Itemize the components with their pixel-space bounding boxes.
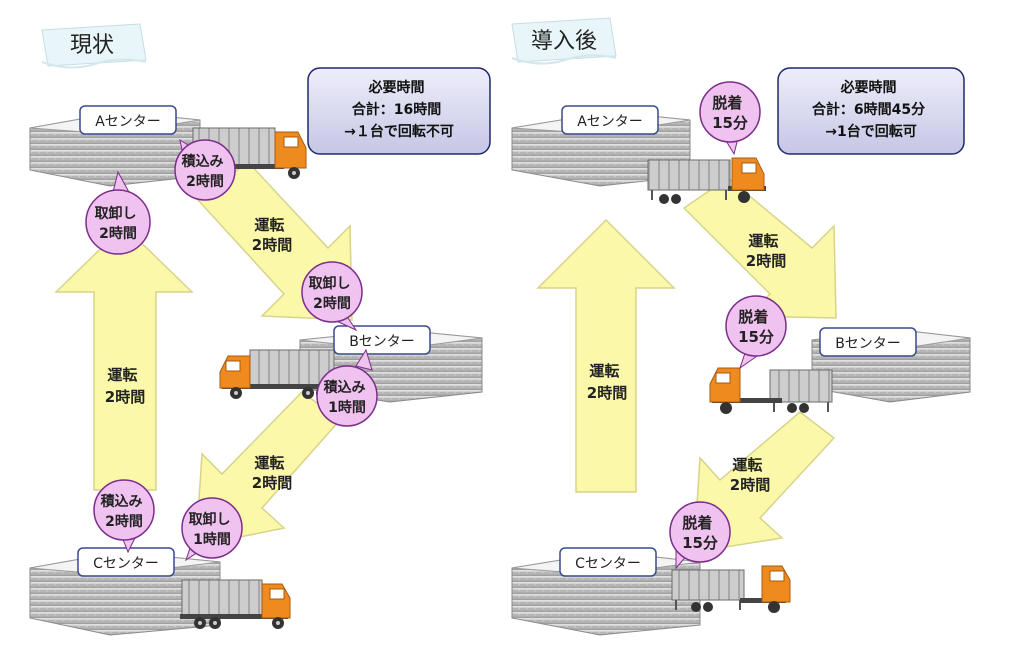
truck-c [180,579,291,629]
drive-label-c-to-a-after: 運転 2時間 [587,362,627,402]
drive-label-b-to-c: 運転 2時間 [252,454,292,492]
center-label-b: Bセンター [333,325,431,355]
svg-text:取卸し 2時間: 取卸し 2時間 [309,275,356,312]
center-label-b2: Bセンター [819,327,917,357]
before-title-banner: 現状 [41,23,147,69]
drive-label-a-to-b-after: 運転 2時間 [746,232,786,270]
drive-label-b-to-c-after: 運転 2時間 [730,456,770,494]
bubble-a-load: 積込み 2時間 [174,138,236,201]
svg-text:Cセンター: Cセンター [93,556,159,572]
after-summary-box: 必要時間 合計：6時間45分 →1台で回転可 [777,67,965,155]
svg-text:積込み 2時間: 積込み 2時間 [181,153,229,190]
bubble-b2-swap: 脱着 15分 [725,295,787,370]
svg-text:Cセンター: Cセンター [575,556,641,572]
bubble-c2-swap: 脱着 15分 [669,501,731,570]
after-title-banner: 導入後 [511,17,617,65]
bubble-a2-swap: 脱着 15分 [699,81,761,156]
drive-label-a-to-b: 運転 2時間 [252,216,292,254]
after-panel: 導入後 運転 2時間 運転 2時間 運転 2時間 [511,17,971,636]
after-title: 導入後 [531,29,597,54]
center-label-a2: Aセンター [561,105,659,135]
drive-arrow-c-to-a [54,224,194,491]
bubble-b-unload: 取卸し 2時間 [301,261,363,332]
svg-text:Bセンター: Bセンター [835,336,901,352]
center-label-c2: Cセンター [559,547,657,577]
svg-text:取卸し 1時間: 取卸し 1時間 [189,511,236,548]
svg-text:脱着 15分: 脱着 15分 [682,514,718,552]
before-panel: 現状 運転 2時間 運転 2時間 運転 2時間 [29,23,491,636]
svg-text:積込み 1時間: 積込み 1時間 [323,379,371,416]
bubble-c-load: 積込み 2時間 [93,479,155,554]
svg-text:脱着 15分: 脱着 15分 [738,308,774,346]
before-title: 現状 [70,33,114,58]
svg-text:Aセンター: Aセンター [95,114,161,130]
truck-a2 [647,157,766,204]
center-label-c: Cセンター [77,547,175,577]
bubble-c-unload: 取卸し 1時間 [181,497,243,562]
bubble-a-unload: 取卸し 2時間 [85,170,151,255]
svg-text:必要時間 合計：6時間45分: 必要時間 合計：6時間45分 →1台で回転可 [812,79,930,140]
truck-b2 [709,367,833,414]
svg-text:必要時間 合計：16時間 →: 必要時間 合計：16時間 →１台で回転不可 [344,79,454,140]
drive-arrow-b-to-c-after [693,411,836,553]
svg-text:Aセンター: Aセンター [577,114,643,130]
drive-arrow-c-to-a-after [536,218,676,493]
svg-text:Bセンター: Bセンター [349,334,415,350]
truck-c2 [671,565,791,613]
svg-text:積込み 2時間: 積込み 2時間 [100,493,148,530]
bubble-b-load: 積込み 1時間 [316,348,378,427]
before-summary-box: 必要時間 合計：16時間 →１台で回転不可 [307,67,491,155]
svg-text:脱着 15分: 脱着 15分 [712,94,748,132]
drive-label-c-to-a: 運転 2時間 [105,366,145,406]
svg-text:取卸し 2時間: 取卸し 2時間 [95,205,142,242]
center-label-a: Aセンター [79,105,177,135]
